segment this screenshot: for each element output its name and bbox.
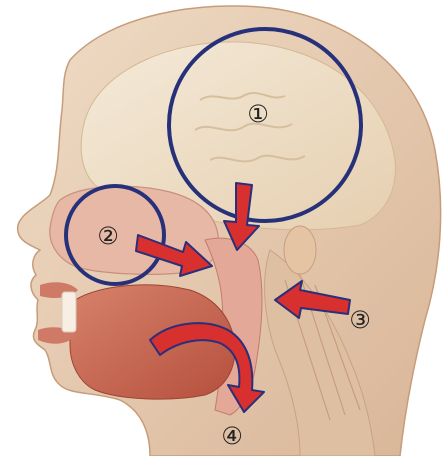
label-1: ①	[247, 100, 269, 128]
label-4: ④	[221, 422, 243, 450]
label-2: ②	[97, 222, 119, 250]
label-3: ③	[349, 306, 371, 334]
ear	[284, 226, 316, 274]
teeth	[62, 292, 76, 332]
